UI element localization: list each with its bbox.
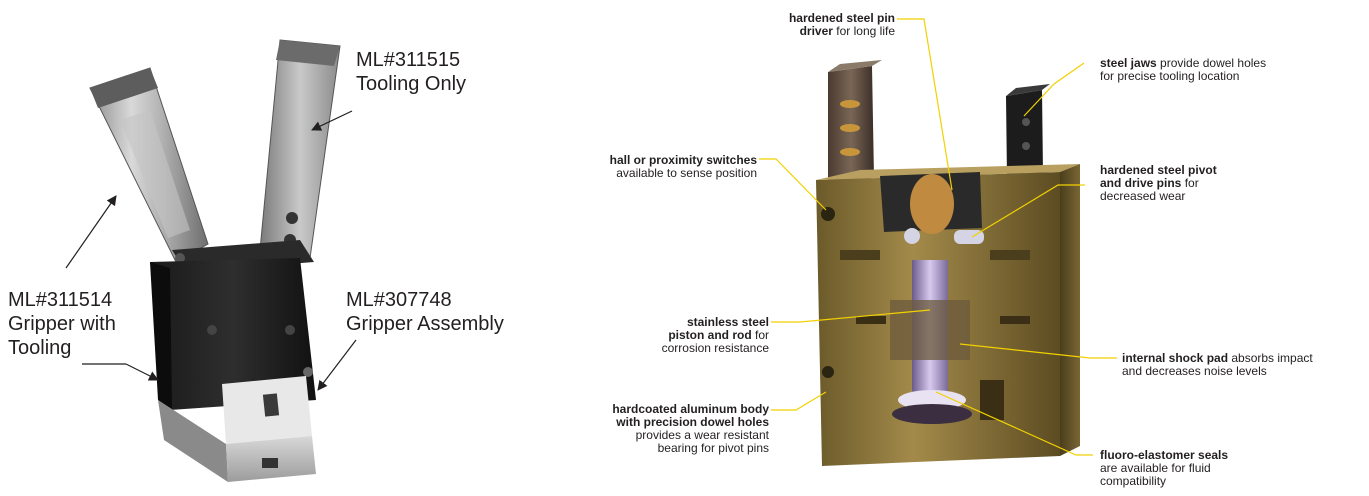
- label-gripper-with-tooling: ML#311514 Gripper with Tooling: [8, 289, 116, 359]
- right-tooling-arm: [259, 39, 341, 259]
- leader-seals: [935, 391, 1093, 456]
- piston-rod: [890, 260, 972, 424]
- callout-steel-jaws: steel jaws provide dowel holes for preci…: [1100, 56, 1267, 83]
- left-jaw: [828, 60, 882, 182]
- label-tooling-only: ML#311515 Tooling Only: [356, 49, 467, 95]
- leader-switches: [759, 158, 827, 211]
- callout-switches: hall or proximity switches available to …: [609, 153, 757, 180]
- callout-body: hardcoated aluminum body with precision …: [612, 402, 769, 455]
- arrow-gripper-with-tooling: [65, 195, 117, 269]
- leader-shock-pad: [959, 343, 1117, 359]
- leader-lines: [759, 18, 1117, 456]
- callout-pin-driver: hardened steel pin driver for long life: [788, 11, 895, 38]
- cutaway-illustration: [759, 18, 1117, 466]
- arrow-tooling-only: [311, 110, 353, 131]
- callout-piston: stainless steel piston and rod for corro…: [661, 315, 769, 355]
- gripper-base: [158, 400, 316, 482]
- gripper-photo-illustration: [65, 39, 357, 482]
- leader-piston: [771, 309, 931, 323]
- cutaway-panel: hardened steel pin driver for long life …: [560, 0, 1369, 496]
- leader-pivot-pins: [971, 184, 1085, 238]
- pivot-mechanism: [880, 172, 984, 244]
- arrow-gripper-assembly: [317, 339, 357, 391]
- callout-seals: fluoro-elastomer seals are available for…: [1100, 448, 1229, 488]
- arrow-tooling-tip: [125, 363, 159, 381]
- leader-pin-driver: [897, 18, 953, 191]
- label-gripper-assembly: ML#307748 Gripper Assembly: [346, 289, 504, 335]
- callout-pivot-pins: hardened steel pivot and drive pins for …: [1100, 163, 1217, 203]
- leader-body: [771, 391, 827, 411]
- gripper-body: [150, 258, 316, 444]
- gripper-photo-panel: ML#311515 Tooling Only ML#311514 Gripper…: [0, 0, 560, 496]
- callout-shock-pad: internal shock pad absorbs impact and de…: [1122, 351, 1313, 378]
- leader-steel-jaws: [1023, 62, 1085, 117]
- left-tooling-arm: [89, 67, 209, 263]
